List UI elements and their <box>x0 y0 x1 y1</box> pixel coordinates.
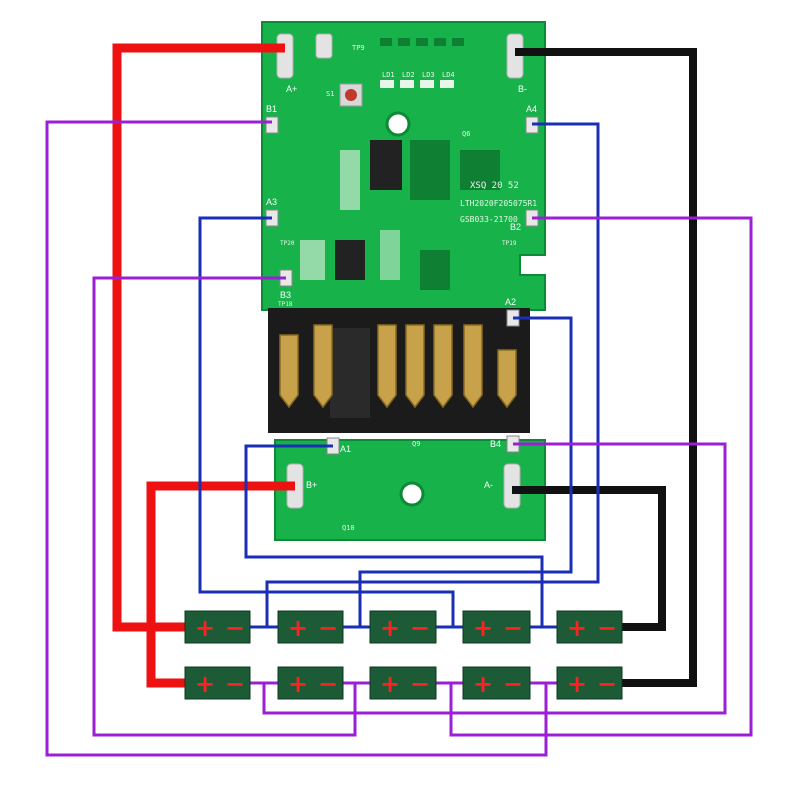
wire-a1-blue <box>244 444 544 627</box>
cell-minus-sign: − <box>225 670 245 698</box>
wire-b-plus-red <box>146 481 295 688</box>
cell-plus-sign: + <box>288 614 308 642</box>
pcb-label-ld3: LD3 <box>422 71 435 79</box>
battery-cell: + − <box>184 666 251 700</box>
pcb-label-tp20: TP20 <box>280 240 295 247</box>
connector-terminals <box>279 324 517 409</box>
pcb-label-q9: Q9 <box>412 440 420 448</box>
cell-minus-sign: − <box>503 670 523 698</box>
cell-plus-sign: + <box>473 670 493 698</box>
cell-plus-sign: + <box>380 670 400 698</box>
cell-minus-sign: − <box>597 614 617 642</box>
pad-label-a2: A2 <box>505 297 516 307</box>
pad-label-b1: B1 <box>266 104 277 114</box>
pad-label-b4: B4 <box>490 439 501 449</box>
pad-label-b-plus: B+ <box>306 480 317 490</box>
mount-hole <box>399 481 425 507</box>
battery-cell: + − <box>277 610 344 644</box>
wire-a4-blue <box>265 122 600 627</box>
bms-pcb-board: XSQ 20 52 LTH2020F205075R1 GSB033-21700 … <box>261 21 546 541</box>
pcb-label-tp19: TP19 <box>502 240 517 247</box>
cell-minus-sign: − <box>410 670 430 698</box>
wire-b-minus-black <box>512 486 666 631</box>
battery-cell: + − <box>556 666 623 700</box>
cell-minus-sign: − <box>410 614 430 642</box>
cell-plus-sign: + <box>195 614 215 642</box>
pcb-label-q10: Q10 <box>342 524 355 532</box>
pcb-label-s1: S1 <box>326 90 334 98</box>
cell-minus-sign: − <box>597 670 617 698</box>
battery-cell: + − <box>556 610 623 644</box>
pcb-label-tp9: TP9 <box>352 44 365 52</box>
pad-label-a4: A4 <box>526 104 537 114</box>
cell-plus-sign: + <box>288 670 308 698</box>
pad-label-a-minus: B- <box>518 84 527 94</box>
battery-cell: + − <box>277 666 344 700</box>
cell-plus-sign: + <box>567 670 587 698</box>
pad-label-b2: B2 <box>510 222 521 232</box>
pad-label-a-plus: A+ <box>286 84 297 94</box>
battery-cells-top-row: + − + − + − + − + − <box>184 610 623 644</box>
pcb-components-upper <box>300 38 500 290</box>
mount-hole <box>385 111 411 137</box>
pcb-marking-3: GSB033-21700 <box>460 215 518 224</box>
pcb-marking-1: XSQ 20 52 <box>470 181 519 191</box>
pcb-label-q6: Q6 <box>462 130 470 138</box>
pad-label-a1: A1 <box>340 444 351 454</box>
cell-plus-sign: + <box>195 670 215 698</box>
wire-a3-blue <box>198 216 455 627</box>
battery-cell: + − <box>369 610 437 644</box>
wire-a2-blue <box>358 316 573 627</box>
pcb-label-tp18: TP18 <box>278 301 293 308</box>
cell-minus-sign: − <box>318 670 338 698</box>
cell-minus-sign: − <box>225 614 245 642</box>
pcb-label-ld4: LD4 <box>442 71 455 79</box>
cell-plus-sign: + <box>567 614 587 642</box>
battery-cell: + − <box>462 610 531 644</box>
wires <box>45 43 753 757</box>
cell-plus-sign: + <box>380 614 400 642</box>
battery-cells-bottom-row: + − + − + − + − + − <box>184 666 623 700</box>
wire-b2-purple <box>449 216 753 737</box>
terminal-connector-block <box>268 308 530 433</box>
pcb-marking-2: LTH2020F205075R1 <box>460 199 537 208</box>
pad-label-a3: A3 <box>266 197 277 207</box>
wire-b4-purple <box>262 442 727 715</box>
cell-minus-sign: − <box>318 614 338 642</box>
battery-cell: + − <box>369 666 437 700</box>
pad-label-b-minus: A- <box>484 480 493 490</box>
wire-a-minus-black <box>515 48 697 687</box>
wire-b3-purple <box>92 276 357 737</box>
cell-plus-sign: + <box>473 614 493 642</box>
battery-cell: + − <box>462 666 531 700</box>
pcb-label-ld2: LD2 <box>402 71 415 79</box>
pcb-label-ld1: LD1 <box>382 71 395 79</box>
wire-b1-purple <box>45 120 548 757</box>
pad-label-b3: B3 <box>280 290 291 300</box>
battery-cell: + − <box>184 610 251 644</box>
cell-minus-sign: − <box>503 614 523 642</box>
